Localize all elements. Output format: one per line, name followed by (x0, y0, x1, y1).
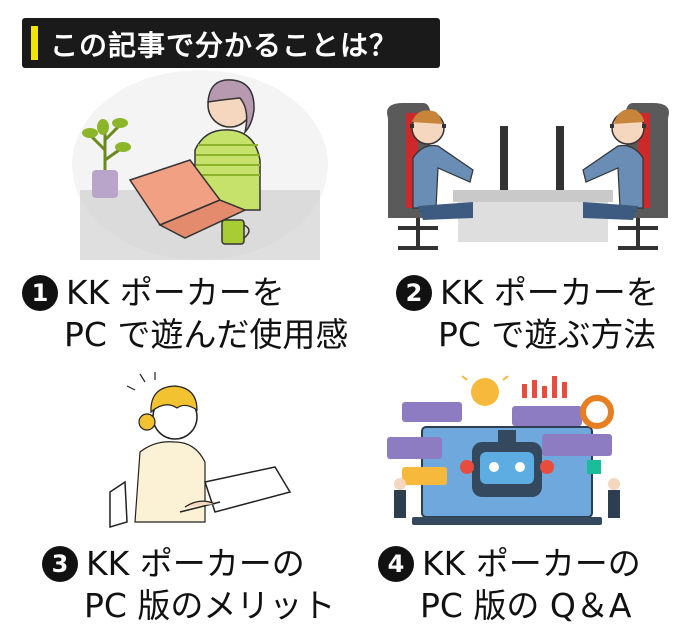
item-3-line2: PC 版のメリット (84, 586, 336, 625)
woman-line-art-illustration (109, 372, 292, 529)
item-4-line1: KK ポーカーの (422, 544, 641, 583)
item-1-line2: PC で遊んだ使用感 (64, 315, 349, 354)
section-header: この記事で分かることは？ (22, 18, 440, 68)
accent-bar (31, 26, 38, 60)
section-title: この記事で分かることは？ (50, 29, 399, 62)
item-2-line1: KK ポーカーを (440, 273, 659, 312)
gamers-illustration (387, 103, 669, 250)
chatbot-illustration (387, 372, 620, 525)
item-4-line2: PC 版の Q＆A (420, 586, 632, 625)
number-3-badge: 3 (42, 546, 78, 582)
item-3-line1: KK ポーカーの (86, 544, 305, 583)
item-1-line1: KK ポーカーを (66, 273, 285, 312)
number-4-badge: 4 (378, 546, 414, 582)
item-2-line2: PC で遊ぶ方法 (438, 315, 657, 354)
number-1-badge: 1 (22, 275, 58, 311)
number-2-badge: 2 (396, 275, 432, 311)
woman-laptop-illustration (72, 70, 328, 260)
